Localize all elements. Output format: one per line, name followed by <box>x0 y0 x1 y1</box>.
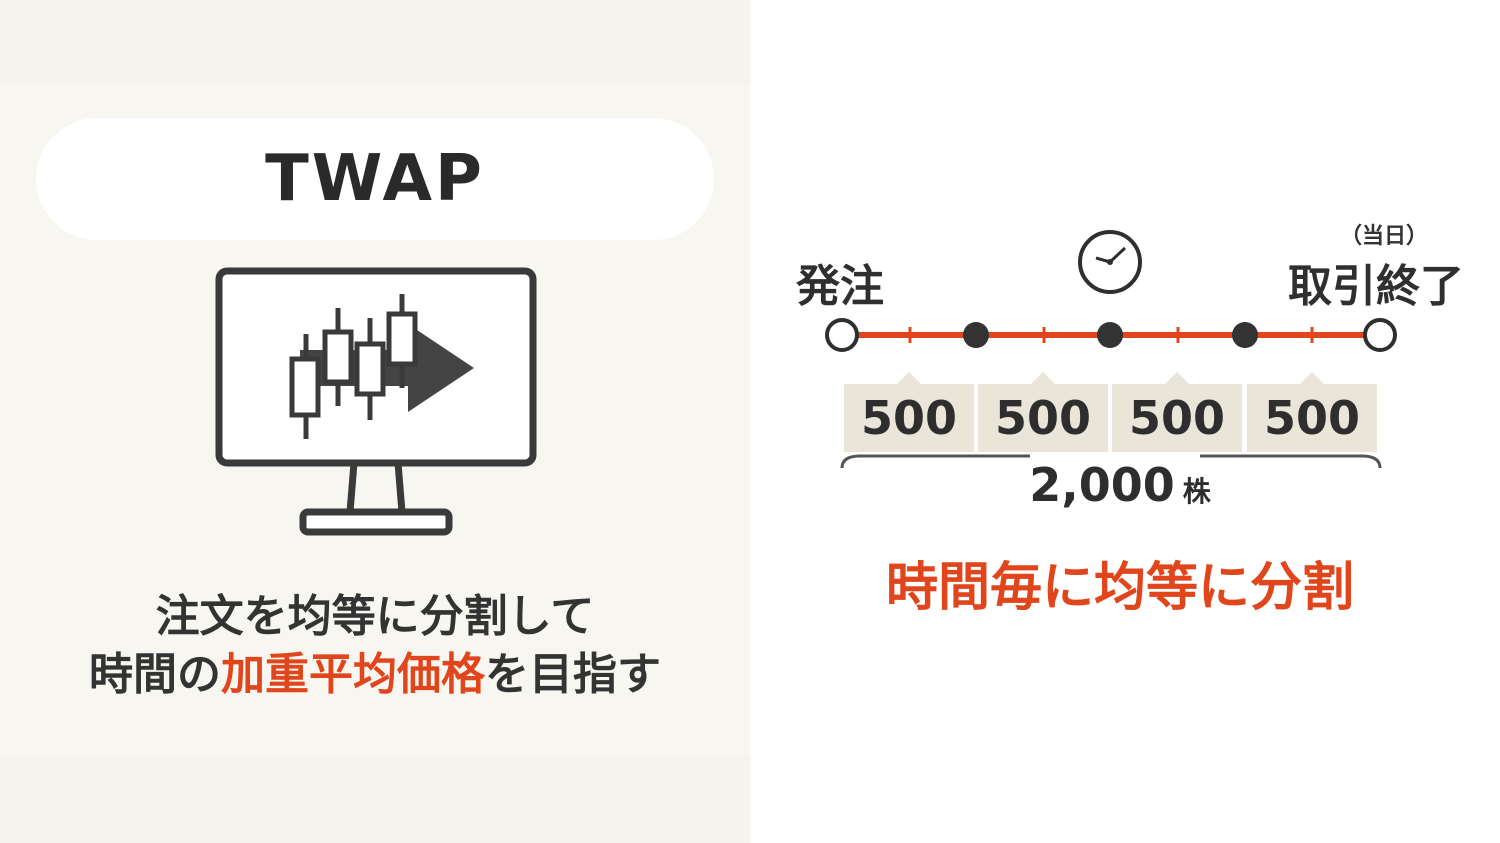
caption-highlight: 加重平均価格 <box>221 649 485 700</box>
start-node <box>825 318 859 352</box>
quantity-value: 500 <box>1263 391 1361 445</box>
title-pill: TWAP <box>36 118 714 240</box>
quantity-value: 500 <box>1128 391 1226 445</box>
timeline-diagram <box>825 230 1397 469</box>
start-label: 発注 <box>796 261 884 312</box>
split-node <box>1097 322 1123 348</box>
quantity-box: 500 <box>844 372 974 452</box>
clock-icon <box>1078 230 1142 294</box>
caption-part-a: 時間の <box>89 649 221 700</box>
end-node <box>1363 318 1397 352</box>
end-note: （当日） <box>1340 224 1429 249</box>
split-node <box>1232 322 1258 348</box>
caption-part-c: を目指す <box>485 649 661 700</box>
end-label: 取引終了 <box>1288 261 1464 312</box>
caption-line-2: 時間の加重平均価格を目指す <box>0 646 750 704</box>
caption-line-1: 注文を均等に分割して <box>155 591 595 642</box>
summary-text: 時間毎に均等に分割 <box>885 558 1354 618</box>
split-node <box>963 322 989 348</box>
caption: 注文を均等に分割して 時間の加重平均価格を目指す <box>0 588 750 704</box>
monitor-candlestick-chart-icon <box>215 267 537 536</box>
quantity-value: 500 <box>994 391 1092 445</box>
quantity-box: 500 <box>978 372 1108 452</box>
title-text: TWAP <box>265 142 485 216</box>
brace-right <box>1200 454 1382 469</box>
brace-left <box>840 454 1030 469</box>
quantity-box: 500 <box>1247 372 1377 452</box>
total-unit: 株 <box>1182 475 1211 508</box>
total-number: 2,000 <box>1029 458 1175 512</box>
quantity-box: 500 <box>1112 372 1242 452</box>
quantity-value: 500 <box>860 391 958 445</box>
